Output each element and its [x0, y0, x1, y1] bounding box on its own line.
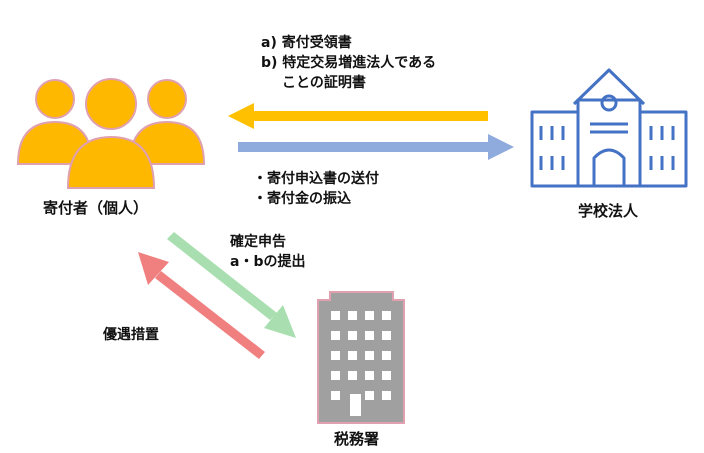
donor-to-school-line1: ・寄付申込書の送付 [253, 171, 379, 187]
arrow-school-to-donor [228, 103, 488, 129]
school-label: 学校法人 [578, 202, 639, 220]
school-to-donor-line2: b) 特定交易増進法人である [261, 55, 437, 71]
office-building-icon [317, 291, 405, 424]
tax-office-label: 税務署 [334, 430, 380, 448]
donor-to-tax-line2: a・bの提出 [230, 254, 306, 270]
donor-label: 寄付者（個人） [43, 199, 149, 217]
school-building-icon [530, 68, 688, 188]
school-to-donor-line1: a) 寄付受領書 [261, 35, 352, 51]
arrow-donor-to-tax [167, 232, 296, 338]
arrow-donor-to-school [238, 134, 514, 160]
donor-to-tax-line1: 確定申告 [230, 234, 286, 250]
people-group-icon [16, 78, 206, 189]
school-to-donor-line3: ことの証明書 [282, 75, 366, 91]
tax-to-donor-text: 優遇措置 [103, 327, 159, 343]
donor-to-school-line2: ・寄付金の振込 [253, 191, 351, 207]
arrow-tax-to-donor [138, 252, 265, 359]
